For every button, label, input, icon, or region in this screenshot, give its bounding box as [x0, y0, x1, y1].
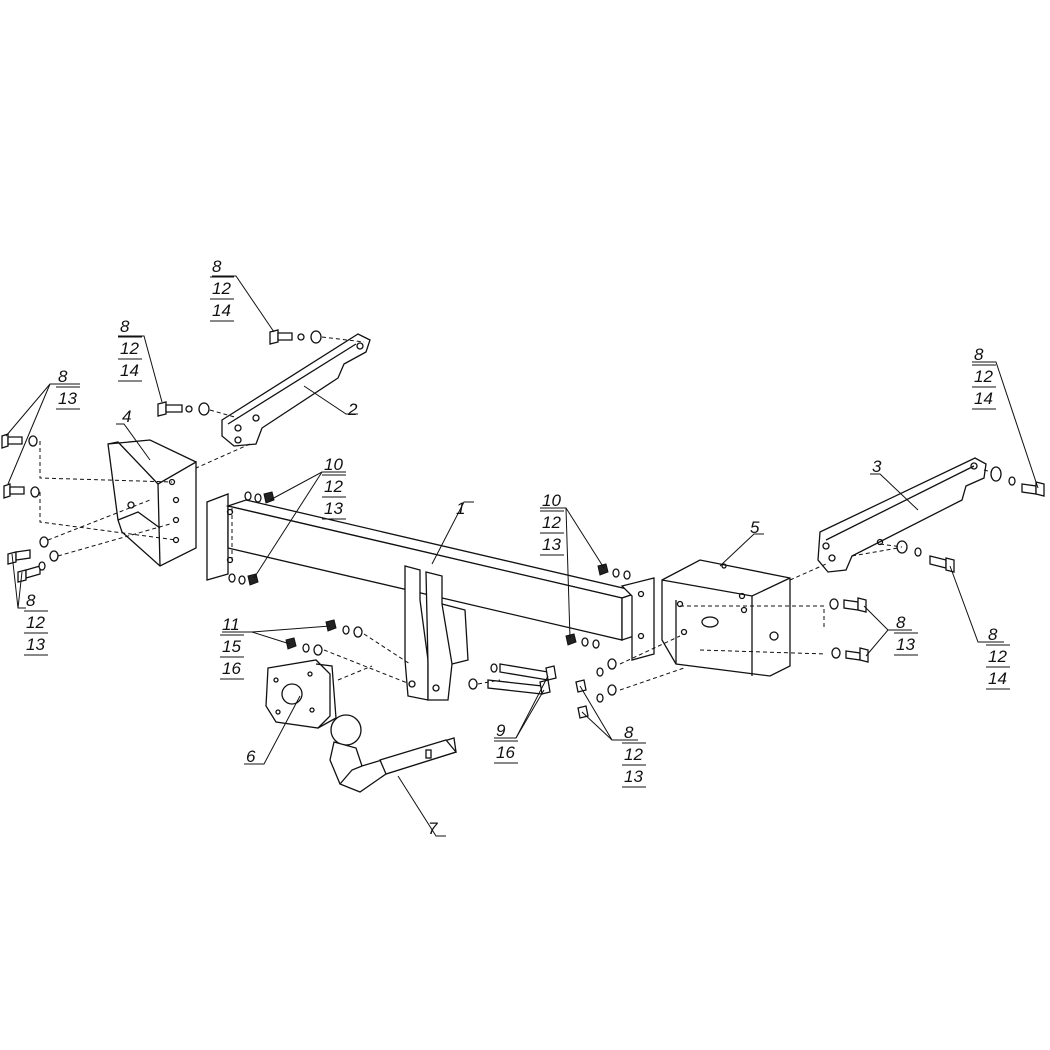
callout-7: 7 — [428, 819, 438, 838]
callout-5: 5 — [750, 518, 760, 537]
svg-text:8: 8 — [896, 613, 906, 632]
leader-lines — [5, 275, 1039, 837]
callout-stack-left-nuts: 10 12 13 — [322, 455, 346, 520]
part-2-left-bracket — [221, 333, 371, 447]
svg-text:10: 10 — [542, 491, 561, 510]
svg-text:12: 12 — [120, 339, 139, 358]
svg-text:12: 12 — [324, 477, 343, 496]
svg-text:8: 8 — [988, 625, 998, 644]
svg-text:10: 10 — [324, 455, 343, 474]
callout-stack-far-right: 8 12 14 — [972, 345, 996, 410]
svg-text:8: 8 — [212, 257, 222, 276]
svg-text:16: 16 — [222, 659, 241, 678]
callout-stack-right-lower-bolts: 8 12 13 — [622, 723, 646, 788]
callout-1: 1 — [456, 499, 465, 518]
svg-text:9: 9 — [496, 721, 506, 740]
svg-text:11: 11 — [222, 615, 240, 634]
part-6-socket-plate — [265, 659, 337, 729]
svg-text:12: 12 — [624, 745, 643, 764]
svg-text:8: 8 — [58, 367, 68, 386]
callout-stack-top-bolt: 8 12 14 — [210, 257, 234, 322]
assembly-lines — [39, 336, 993, 691]
svg-text:14: 14 — [988, 669, 1007, 688]
callout-stack-right-bolt: 8 12 14 — [986, 625, 1010, 690]
part-1-cross-beam — [206, 493, 655, 701]
callout-stack-bolts-9: 9 16 — [494, 721, 518, 764]
callout-stack-right-side: 8 13 — [894, 613, 918, 656]
callout-stack-mid-nuts: 10 12 13 — [540, 491, 564, 556]
svg-text:14: 14 — [212, 301, 231, 320]
svg-text:14: 14 — [974, 389, 993, 408]
svg-text:13: 13 — [896, 635, 915, 654]
svg-text:8: 8 — [26, 591, 36, 610]
callout-6: 6 — [246, 747, 256, 766]
svg-text:8: 8 — [120, 317, 130, 336]
svg-text:13: 13 — [624, 767, 643, 786]
callout-stack-nuts-11: 11 15 16 — [220, 615, 244, 680]
part-5-right-side-box — [661, 559, 791, 677]
svg-text:8: 8 — [624, 723, 634, 742]
callout-2: 2 — [347, 400, 358, 419]
callout-stack-left-bottom: 8 12 13 — [24, 591, 48, 656]
callout-stack-left-top: 8 13 — [56, 367, 80, 410]
svg-text:14: 14 — [120, 361, 139, 380]
svg-text:12: 12 — [212, 279, 231, 298]
svg-text:13: 13 — [26, 635, 45, 654]
callout-stack-bracket2-bolt: 8 12 14 — [118, 317, 142, 382]
fasteners — [1, 329, 1045, 719]
svg-text:13: 13 — [324, 499, 343, 518]
part-4-left-side-plate — [107, 439, 197, 567]
svg-text:15: 15 — [222, 637, 241, 656]
svg-text:16: 16 — [496, 743, 515, 762]
svg-text:12: 12 — [988, 647, 1007, 666]
svg-text:13: 13 — [58, 389, 77, 408]
svg-text:12: 12 — [26, 613, 45, 632]
svg-text:13: 13 — [542, 535, 561, 554]
callout-4: 4 — [122, 407, 131, 426]
svg-text:12: 12 — [542, 513, 561, 532]
part-3-right-bracket — [817, 457, 987, 573]
part-7-tow-ball — [329, 714, 458, 793]
svg-text:12: 12 — [974, 367, 993, 386]
callout-labels: 1 2 3 4 5 6 7 8 12 14 8 12 14 8 13 8 12 … — [24, 257, 1010, 838]
svg-text:8: 8 — [974, 345, 984, 364]
callout-3: 3 — [872, 457, 882, 476]
